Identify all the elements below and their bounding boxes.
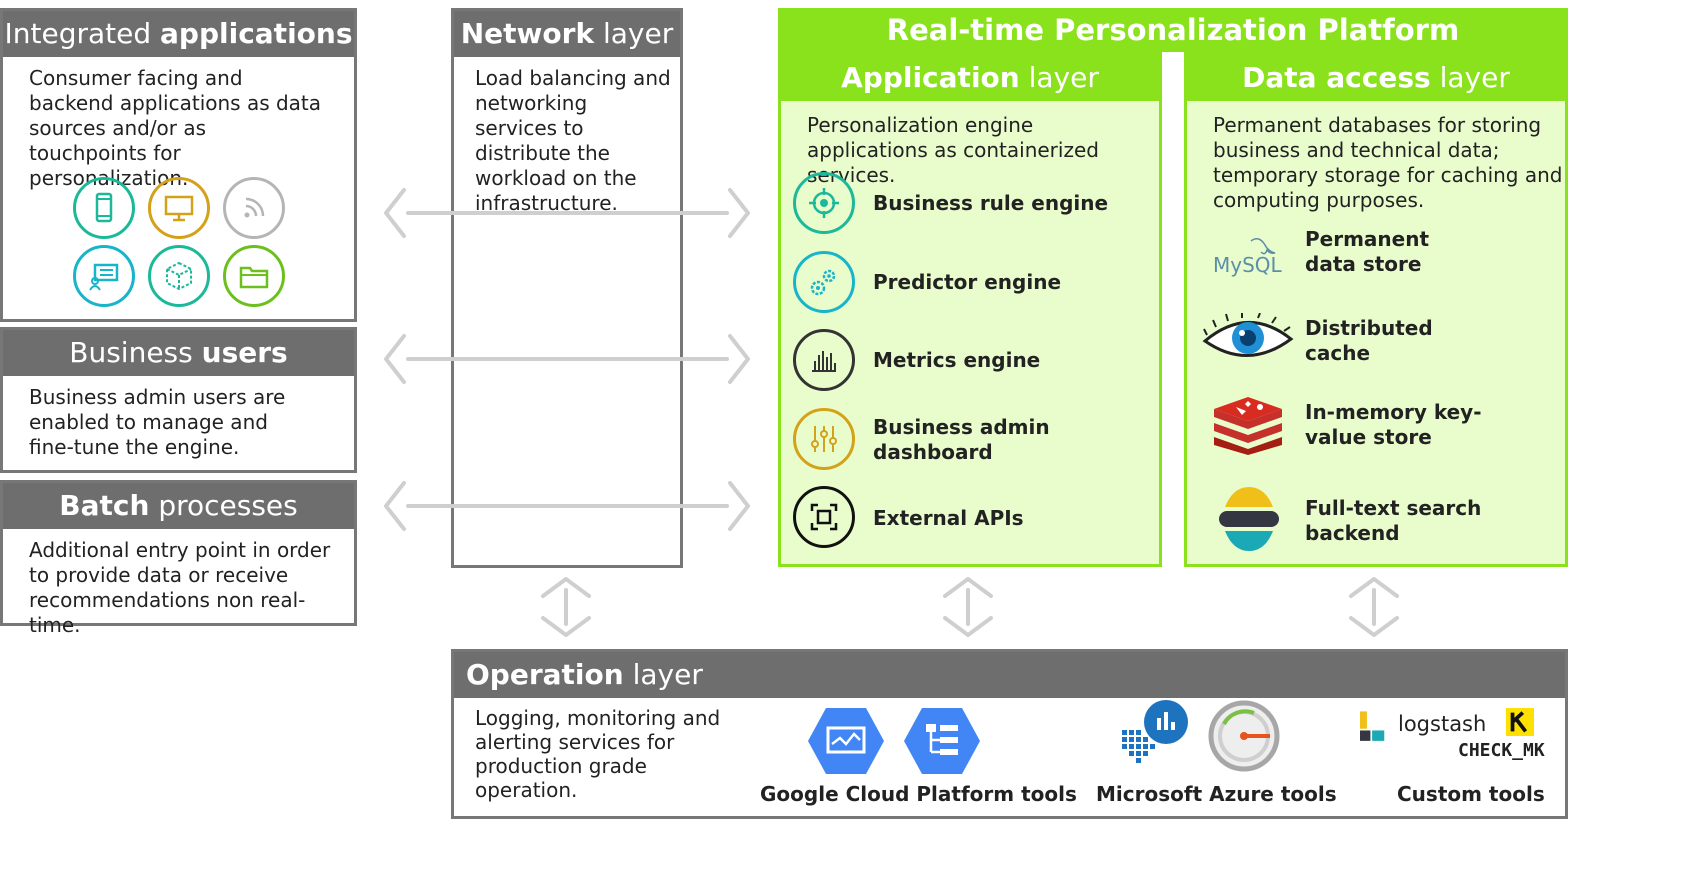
rss-icon — [223, 177, 285, 239]
header-text: processes — [149, 489, 298, 522]
data-access-layer-panel: Data access layer Permanent databases fo… — [1184, 52, 1568, 567]
target-icon — [793, 172, 855, 234]
business-users-description: Business admin users are enabled to mana… — [29, 385, 286, 459]
gcp-monitoring-icon — [806, 706, 886, 776]
application-layer-description: Personalization engine applications as c… — [807, 113, 1099, 187]
header-bold-text: users — [201, 336, 288, 369]
chat-icon — [73, 245, 135, 307]
logstash-text: logstash — [1398, 712, 1487, 736]
batch-processes-description: Additional entry point in order to provi… — [29, 538, 331, 637]
mysql-logo-text: MySQL — [1213, 253, 1282, 277]
batch-processes-panel: Batch processes Additional entry point i… — [0, 480, 357, 637]
logstash-logo: logstash — [1360, 708, 1500, 748]
integrated-applications-header: Integrated applications — [3, 11, 354, 57]
cube-icon — [148, 245, 210, 307]
data-access-item: Permanent data store — [1305, 227, 1465, 277]
redis-logo-icon — [1212, 393, 1284, 455]
vertical-double-arrow-icon — [541, 577, 591, 637]
azure-tools-label: Microsoft Azure tools — [1096, 782, 1337, 806]
application-item: Business admin dashboard — [873, 415, 1093, 465]
data-access-item: Full-text search backend — [1305, 496, 1505, 546]
mobile-icon — [73, 177, 135, 239]
item-label: Distributed cache — [1305, 316, 1433, 365]
header-bold-text: Application — [841, 61, 1020, 94]
header-text: layer — [623, 658, 703, 691]
network-layer-header: Network layer — [454, 11, 680, 57]
data-access-item: Distributed cache — [1305, 316, 1465, 366]
item-label: Business admin dashboard — [873, 415, 1050, 464]
platform-title: Real-time Personalization Platform — [886, 13, 1460, 47]
header-text: Business — [69, 336, 202, 369]
item-label: Permanent data store — [1305, 227, 1430, 276]
data-access-item: In-memory key-value store — [1305, 400, 1505, 450]
header-text: layer — [1019, 61, 1099, 94]
mysql-logo: MySQL — [1209, 233, 1289, 283]
application-layer-panel: Application layer Personalization engine… — [778, 52, 1162, 567]
data-access-layer-header: Data access layer — [1187, 55, 1565, 101]
item-label: Business rule engine — [873, 191, 1109, 215]
business-users-panel: Business users Business admin users are … — [0, 327, 357, 473]
header-bold-text: Operation — [466, 658, 624, 691]
folder-icon — [223, 245, 285, 307]
item-label: External APIs — [873, 506, 1024, 530]
batch-processes-header: Batch processes — [3, 483, 354, 529]
azure-gauge-icon — [1208, 700, 1280, 772]
elastic-logo-icon — [1219, 487, 1279, 551]
data-access-layer-description: Permanent databases for storing business… — [1213, 113, 1563, 212]
integrated-applications-description: Consumer facing and backend applications… — [29, 66, 322, 190]
operation-layer-panel: Operation layer Logging, monitoring and … — [451, 649, 1568, 819]
item-label: Full-text search backend — [1305, 496, 1482, 545]
item-label: Predictor engine — [873, 270, 1062, 294]
operation-layer-description: Logging, monitoring and alerting service… — [475, 706, 721, 802]
application-layer-header: Application layer — [781, 55, 1159, 101]
header-bold-text: applications — [160, 17, 353, 50]
checkmk-text: CHECK_MK — [1458, 740, 1545, 761]
network-layer-description: Load balancing and networking services t… — [475, 66, 671, 215]
vertical-double-arrow-icon — [1349, 577, 1399, 637]
header-text: layer — [1430, 61, 1510, 94]
application-item: Business rule engine — [873, 191, 1108, 216]
network-layer-panel: Network layer Load balancing and network… — [451, 8, 683, 568]
header-bold-text: Batch — [59, 489, 150, 522]
header-bold-text: Data access — [1242, 61, 1431, 94]
integrated-applications-panel: Integrated applications Consumer facing … — [0, 8, 357, 322]
operation-layer-header: Operation layer — [454, 652, 1565, 698]
gcp-logging-icon — [902, 706, 982, 776]
application-item: External APIs — [873, 506, 1024, 531]
gears-icon — [793, 251, 855, 313]
item-label: In-memory key-value store — [1305, 400, 1482, 449]
item-label: Metrics engine — [873, 348, 1041, 372]
bar-chart-icon — [793, 329, 855, 391]
header-bold-text: Network — [460, 17, 595, 50]
vertical-double-arrow-icon — [943, 577, 993, 637]
eye-logo-icon — [1202, 312, 1294, 365]
checkmk-logo: CHECK_MK — [1458, 708, 1554, 764]
azure-monitor-icon — [1120, 700, 1192, 768]
sliders-icon — [793, 408, 855, 470]
api-frame-icon — [793, 486, 855, 548]
gcp-tools-label: Google Cloud Platform tools — [760, 782, 1077, 806]
business-users-header: Business users — [3, 330, 354, 376]
monitor-icon — [148, 177, 210, 239]
application-item: Predictor engine — [873, 270, 1061, 295]
platform-title-bar: Real-time Personalization Platform — [778, 8, 1568, 52]
header-text: layer — [594, 17, 674, 50]
custom-tools-label: Custom tools — [1397, 782, 1545, 806]
header-text: Integrated — [4, 17, 161, 50]
application-item: Metrics engine — [873, 348, 1040, 373]
